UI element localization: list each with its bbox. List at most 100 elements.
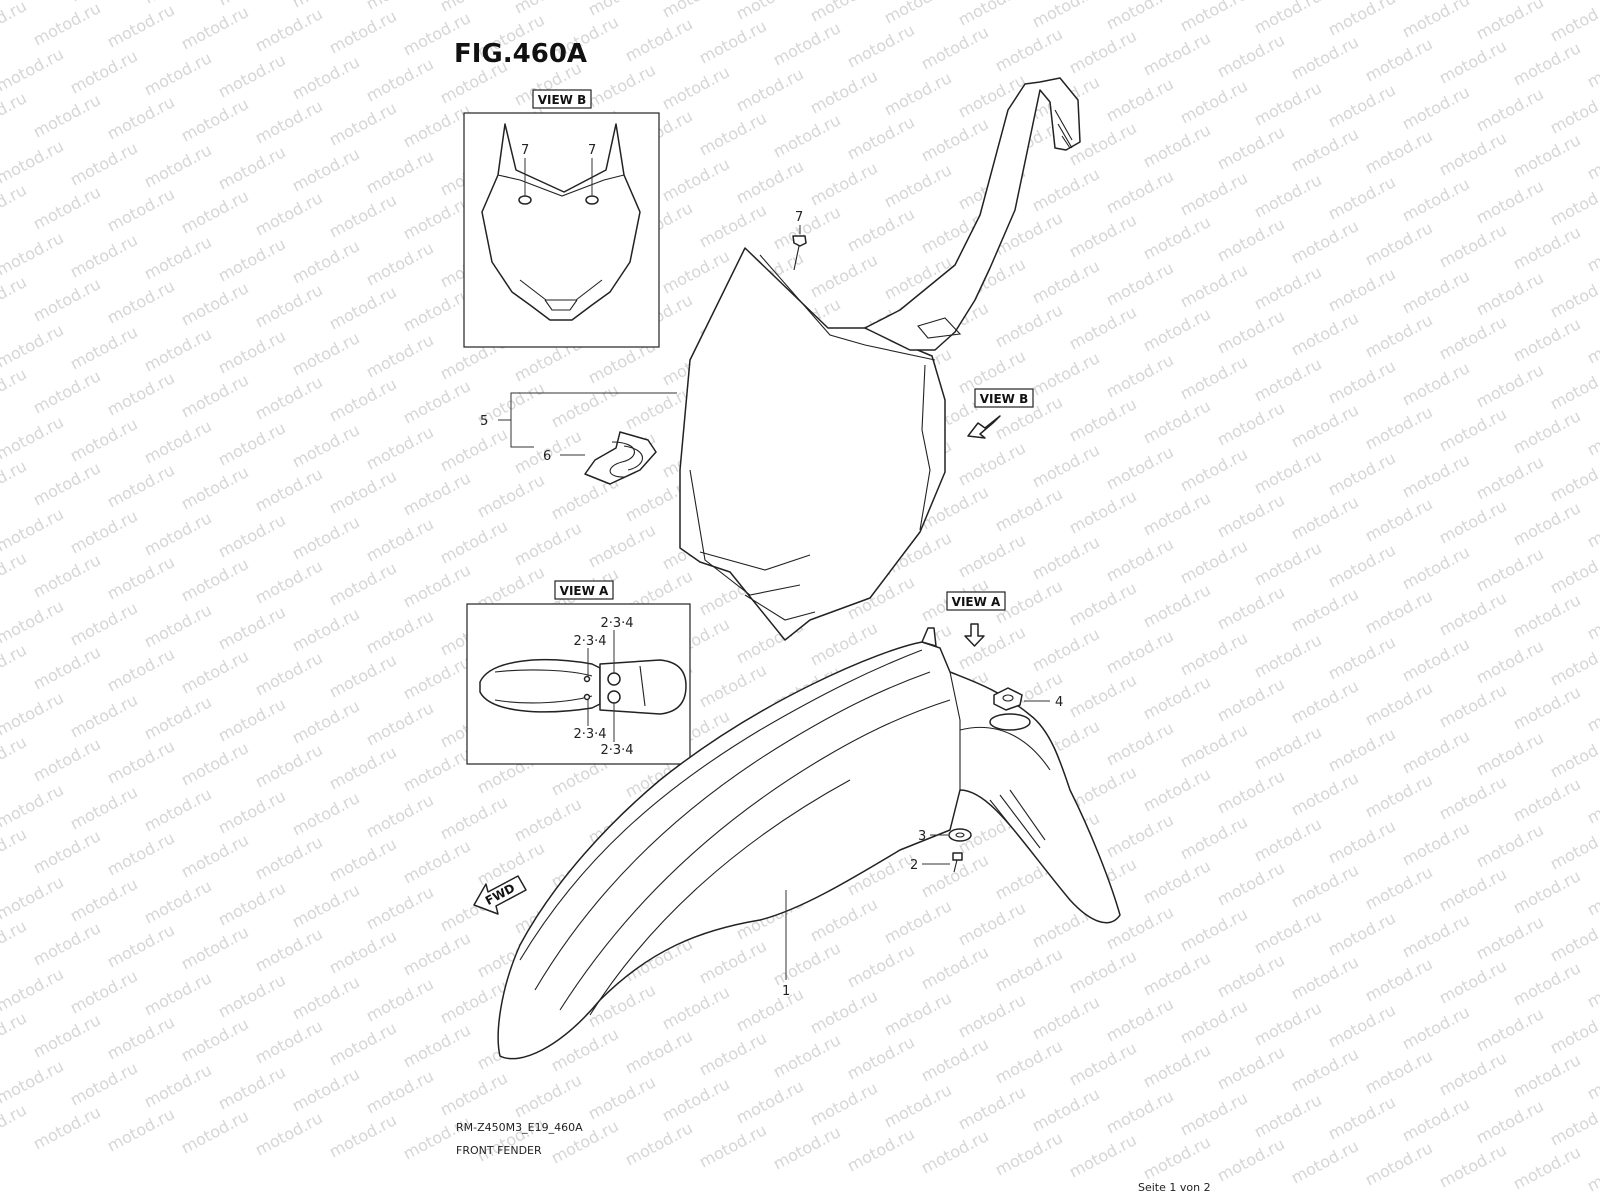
watermark-text: motod.ru [770, 18, 844, 69]
watermark-text: motod.ru [0, 1100, 30, 1151]
watermark-text: motod.ru [1584, 868, 1600, 919]
watermark-text: motod.ru [1362, 218, 1436, 269]
watermark-text: motod.ru [1510, 222, 1584, 273]
watermark-text: motod.ru [1288, 1136, 1362, 1187]
watermark-text: motod.ru [1547, 178, 1600, 229]
watermark-text: motod.ru [141, 324, 215, 375]
watermark-text: motod.ru [289, 1064, 363, 1115]
watermark-text: motod.ru [1288, 1044, 1362, 1095]
fender-top-view [479, 659, 687, 715]
watermark-text: motod.ru [1510, 406, 1584, 457]
watermark-text: motod.ru [289, 788, 363, 839]
watermark-text: motod.ru [104, 92, 178, 143]
watermark-text: motod.ru [30, 0, 104, 50]
watermark-text: motod.ru [30, 274, 104, 325]
watermark-text: motod.ru [1547, 822, 1600, 873]
watermark-text: motod.ru [104, 644, 178, 695]
watermark-text: motod.ru [1473, 84, 1547, 135]
watermark-text: motod.ru [1436, 588, 1510, 639]
watermark-text: motod.ru [1288, 492, 1362, 543]
watermark-text: motod.ru [1214, 122, 1288, 173]
watermark-text: motod.ru [1140, 1132, 1214, 1183]
watermark-text: motod.ru [1362, 770, 1436, 821]
watermark-text: motod.ru [67, 138, 141, 189]
watermark-text: motod.ru [30, 734, 104, 785]
watermark-text: motod.ru [1547, 638, 1600, 689]
watermark-text: motod.ru [696, 108, 770, 159]
watermark-text: motod.ru [955, 438, 1029, 489]
watermark-text: motod.ru [1288, 124, 1362, 175]
watermark-text: motod.ru [1399, 818, 1473, 869]
watermark-text: motod.ru [1399, 542, 1473, 593]
watermark-text: motod.ru [400, 284, 474, 335]
watermark-text: motod.ru [215, 786, 289, 837]
watermark-text: motod.ru [1473, 1096, 1547, 1147]
callout-4: 4 [1055, 695, 1063, 710]
watermark-text: motod.ru [1214, 30, 1288, 81]
watermark-text: motod.ru [1325, 264, 1399, 315]
watermark-text: motod.ru [141, 692, 215, 743]
watermark-text: motod.ru [141, 600, 215, 651]
watermark-text: motod.ru [1510, 314, 1584, 365]
watermark-text: motod.ru [0, 872, 67, 923]
watermark-text: motod.ru [252, 648, 326, 699]
watermark-text: motod.ru [363, 1066, 437, 1117]
watermark-text: motod.ru [1029, 256, 1103, 307]
watermark-text: motod.ru [881, 896, 955, 947]
watermark-text: motod.ru [511, 0, 585, 18]
section-name: FRONT FENDER [456, 1144, 542, 1157]
watermark-text: motod.ru [1066, 670, 1140, 721]
watermark-text: motod.ru [141, 968, 215, 1019]
watermark-text: motod.ru [696, 936, 770, 987]
watermark-text: motod.ru [30, 458, 104, 509]
watermark-text: motod.ru [215, 970, 289, 1021]
watermark-text: motod.ru [215, 0, 289, 10]
watermark-text: motod.ru [1177, 1088, 1251, 1139]
watermark-text: motod.ru [1584, 1052, 1600, 1103]
watermark-text: motod.ru [326, 834, 400, 885]
watermark-text: motod.ru [30, 1102, 104, 1153]
watermark-text: motod.ru [67, 690, 141, 741]
watermark-text: motod.ru [1399, 726, 1473, 777]
watermark-text: motod.ru [1140, 28, 1214, 79]
watermark-text: motod.ru [0, 548, 30, 599]
watermark-text: motod.ru [104, 460, 178, 511]
watermark-text: motod.ru [1066, 946, 1140, 997]
watermark-text: motod.ru [67, 0, 141, 6]
watermark-text: motod.ru [1473, 452, 1547, 503]
view-b-marker-label: VIEW B [980, 392, 1029, 406]
watermark-text: motod.ru [1140, 948, 1214, 999]
watermark-text: motod.ru [1325, 724, 1399, 775]
watermark-text: motod.ru [326, 1110, 400, 1161]
watermark-text: motod.ru [1584, 500, 1600, 551]
watermark-text: motod.ru [1362, 586, 1436, 637]
watermark-text: motod.ru [696, 16, 770, 67]
watermark-text: motod.ru [1473, 728, 1547, 779]
watermark-text: motod.ru [1547, 1098, 1600, 1149]
watermark-text: motod.ru [1584, 684, 1600, 735]
watermark-text: motod.ru [1066, 394, 1140, 445]
watermark-text: motod.ru [770, 110, 844, 161]
watermark-text: motod.ru [141, 876, 215, 927]
watermark-text: motod.ru [104, 1104, 178, 1155]
watermark-text: motod.ru [252, 4, 326, 55]
watermark-text: motod.ru [1066, 486, 1140, 537]
watermark-text: motod.ru [1103, 1086, 1177, 1137]
callout-234-d: 2·3·4 [600, 743, 633, 758]
watermark-text: motod.ru [844, 1032, 918, 1083]
watermark-text: motod.ru [252, 1108, 326, 1159]
watermark-text: motod.ru [474, 470, 548, 521]
watermark-text: motod.ru [141, 140, 215, 191]
watermark-text: motod.ru [0, 596, 67, 647]
watermark-text: motod.ru [67, 782, 141, 833]
watermark-text: motod.ru [1362, 1138, 1436, 1189]
watermark-text: motod.ru [807, 986, 881, 1037]
watermark-text: motod.ru [1510, 38, 1584, 89]
watermark-text: motod.ru [1177, 352, 1251, 403]
watermark-text: motod.ru [1251, 814, 1325, 865]
watermark-text: motod.ru [1140, 120, 1214, 171]
watermark-text: motod.ru [992, 300, 1066, 351]
bolt-7 [792, 235, 807, 271]
watermark-text: motod.ru [400, 836, 474, 887]
watermark-text: motod.ru [1140, 672, 1214, 723]
